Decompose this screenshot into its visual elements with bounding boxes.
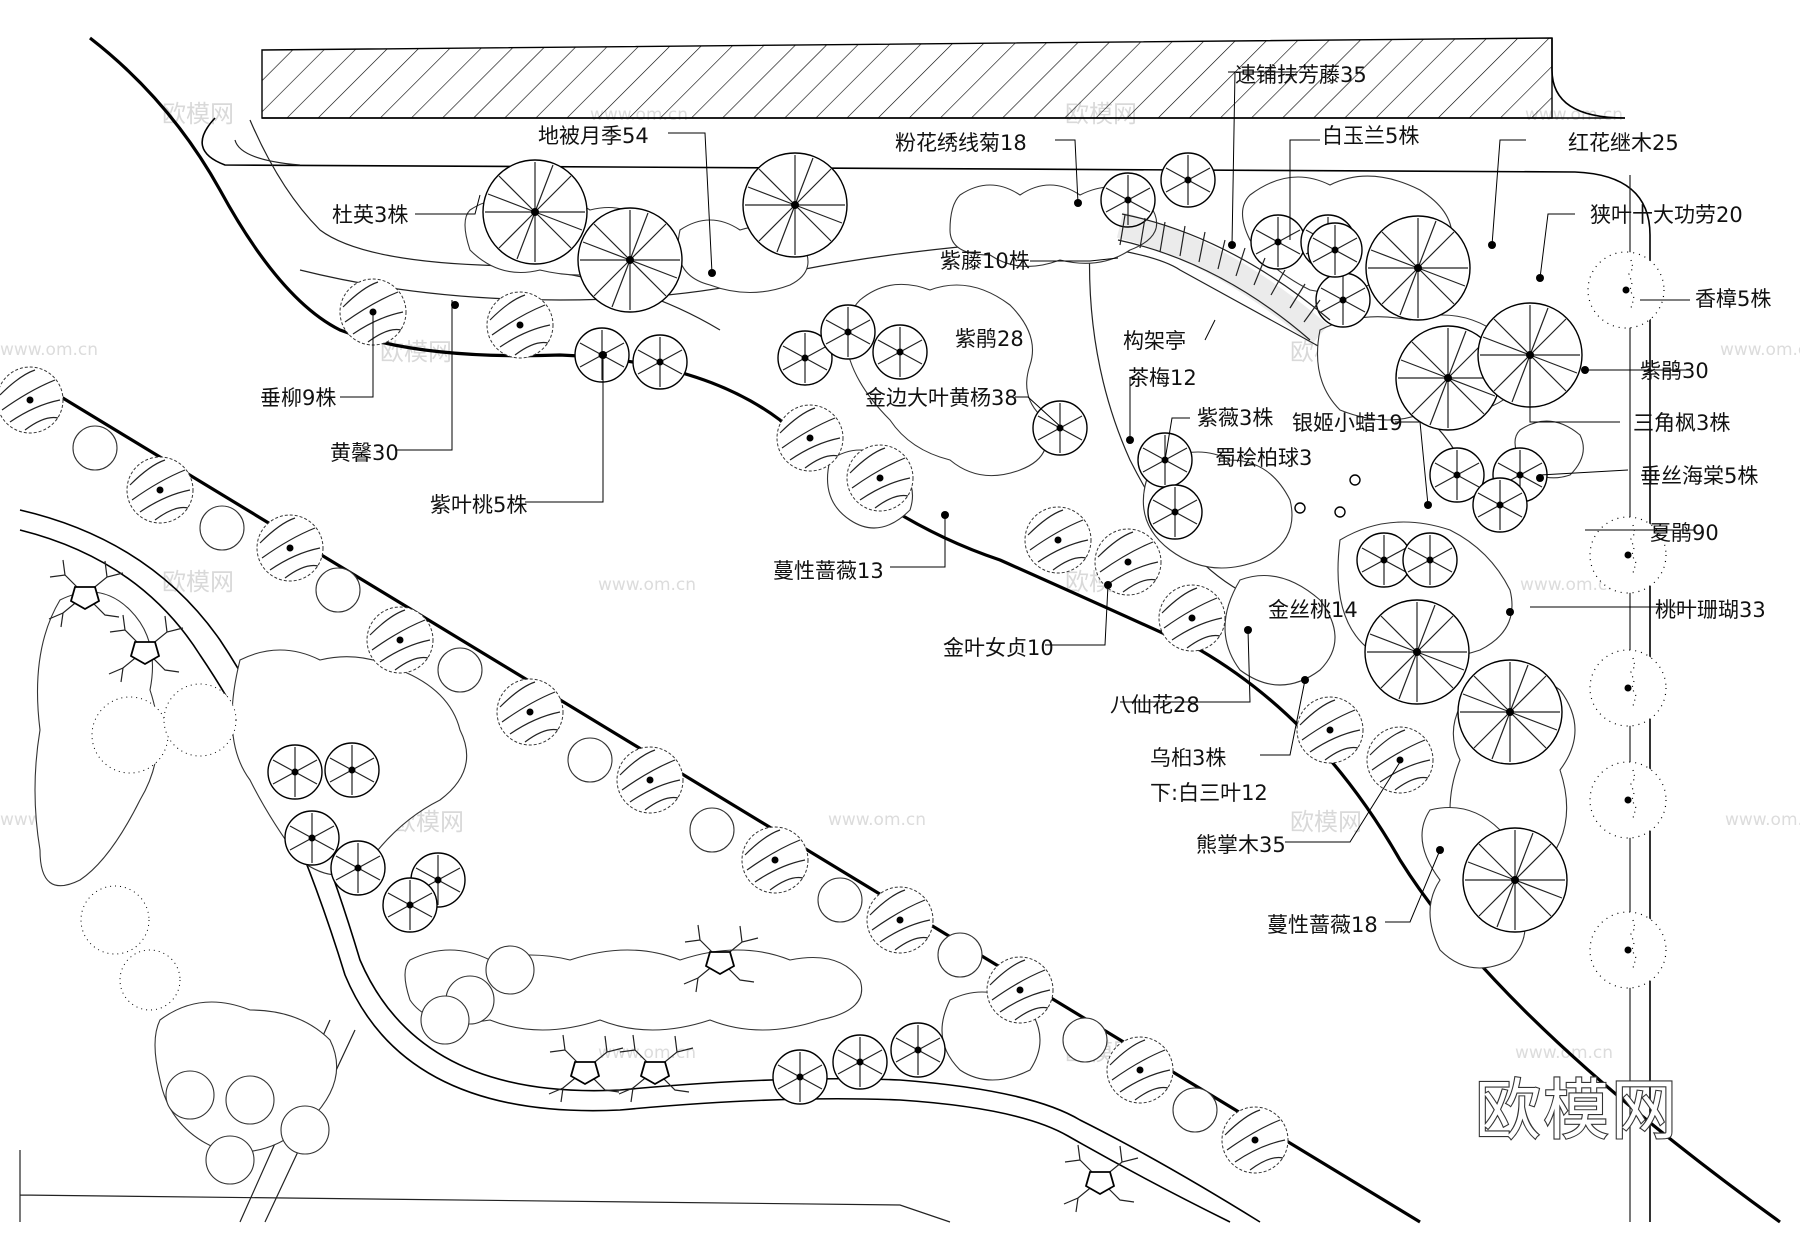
label-baxianhua: 八仙花28	[1110, 693, 1200, 717]
trees-south	[48, 559, 1139, 1213]
label-xiaye-shidagonglao: 狭叶十大功劳20	[1590, 203, 1743, 227]
watermark-url: www.om.cn	[598, 1043, 696, 1063]
label-ziyetao: 紫叶桃5株	[430, 493, 527, 517]
label-jinbian-huangyang: 金边大叶黄杨38	[865, 386, 1018, 410]
watermark-url: www.om.cn	[0, 340, 98, 360]
watermark-url: www.om.cn	[598, 575, 696, 595]
label-jinsitao: 金丝桃14	[1268, 598, 1358, 622]
label-manxing-qiangwei-13: 蔓性蔷薇13	[773, 559, 884, 583]
watermark-url: www.om.cn	[1720, 340, 1800, 360]
label-zijuan-30: 紫鹃30	[1640, 359, 1709, 383]
label-honghua-jimu: 红花继木25	[1568, 131, 1679, 155]
watermark-url: www.om.cn	[1515, 1043, 1613, 1063]
watermark-url: www.om.cn	[1520, 575, 1618, 595]
label-duying: 杜英3株	[332, 203, 408, 227]
label-yinji-xiaola: 银姬小蜡19	[1292, 411, 1403, 435]
label-ziwei: 紫薇3株	[1197, 406, 1273, 430]
watermark-brand: 欧模网	[162, 568, 234, 596]
pergola	[1116, 212, 1331, 345]
label-wujiu: 乌桕3株	[1150, 746, 1226, 770]
plant-labels: 速铺扶芳藤35 地被月季54 粉花绣线菊18 白玉兰5株 红花继木25 杜英3株…	[260, 63, 1771, 937]
label-zijuan-28: 紫鹃28	[955, 327, 1024, 351]
label-goujiating: 构架亭	[1123, 329, 1186, 353]
label-xiajuan: 夏鹃90	[1650, 521, 1719, 545]
label-xiongzhangmu: 熊掌木35	[1196, 833, 1286, 857]
leader-lines	[340, 71, 1695, 923]
watermark-url: www.om.cn	[828, 810, 926, 830]
label-shukuai-baiqiu: 蜀桧柏球3	[1215, 446, 1312, 470]
watermark-url: www.om.cn	[1725, 810, 1800, 830]
label-xiangzhang: 香樟5株	[1695, 287, 1771, 311]
building	[261, 37, 1626, 119]
watermark-brand: 欧模网	[1290, 808, 1362, 836]
label-huangxin: 黄馨30	[330, 441, 399, 465]
label-chuiliu: 垂柳9株	[260, 386, 336, 410]
shrub-masses	[34, 175, 1584, 1153]
label-chamei: 茶梅12	[1128, 366, 1197, 390]
label-manxing-qiangwei-18: 蔓性蔷薇18	[1267, 913, 1378, 937]
label-suming-fufangteng: 速铺扶芳藤35	[1235, 63, 1367, 87]
label-sanjiaofeng: 三角枫3株	[1633, 411, 1730, 435]
label-chuisi-haitang: 垂丝海棠5株	[1640, 464, 1758, 488]
watermark-brand: 欧模网	[162, 100, 234, 128]
trees-north	[339, 152, 1667, 989]
label-baiyulan: 白玉兰5株	[1322, 124, 1419, 148]
label-dibei-yueji: 地被月季54	[538, 124, 649, 148]
brand-logo-text: 欧模网	[1475, 1072, 1679, 1149]
label-taoye-shanhu: 桃叶珊瑚33	[1655, 598, 1766, 622]
label-jinye-nvzhen: 金叶女贞10	[943, 636, 1054, 660]
label-fenhua-xiuxianju: 粉花绣线菊18	[895, 131, 1027, 155]
label-ziteng: 紫藤10株	[940, 249, 1030, 273]
label-baisanye: 下:白三叶12	[1150, 781, 1268, 805]
